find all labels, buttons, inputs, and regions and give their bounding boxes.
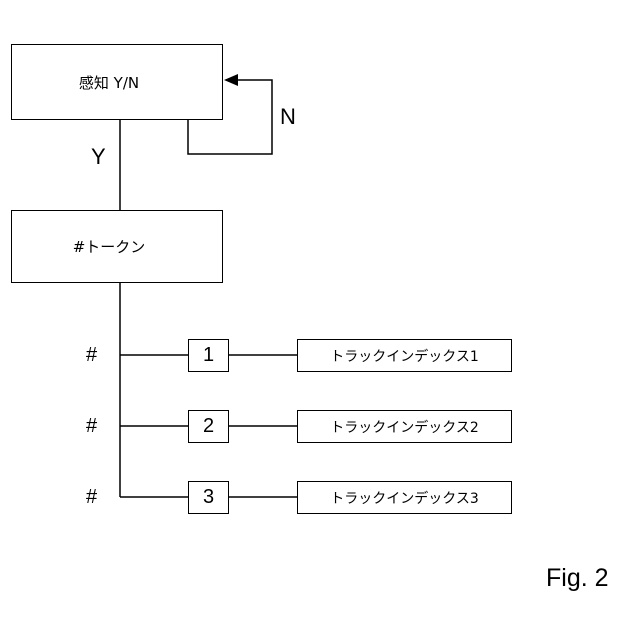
track-index-box: トラックインデックス1: [297, 339, 512, 372]
branch-number: 3: [203, 486, 214, 509]
branch-hash: #: [86, 487, 97, 507]
branch-number-box: 1: [188, 339, 229, 372]
branch-number: 2: [203, 415, 214, 438]
token-box: #トークン: [11, 210, 223, 283]
branch-number-box: 2: [188, 410, 229, 443]
branch-number: 1: [203, 344, 214, 367]
y-label: Y: [91, 146, 106, 168]
track-index-box: トラックインデックス2: [297, 410, 512, 443]
sense-box: 感知 Y/N: [11, 44, 223, 120]
branch-hash: #: [86, 345, 97, 365]
track-index-box: トラックインデックス3: [297, 481, 512, 514]
token-box-label: #トークン: [73, 236, 146, 257]
n-label: N: [280, 106, 296, 128]
branch-number-box: 3: [188, 481, 229, 514]
sense-box-label: 感知 Y/N: [79, 72, 139, 93]
arrowhead-icon: [224, 74, 238, 86]
track-index-label: トラックインデックス2: [330, 417, 479, 437]
figure-label: Fig. 2: [546, 566, 609, 591]
track-index-label: トラックインデックス3: [330, 488, 479, 508]
track-index-label: トラックインデックス1: [330, 346, 479, 366]
branch-hash: #: [86, 416, 97, 436]
